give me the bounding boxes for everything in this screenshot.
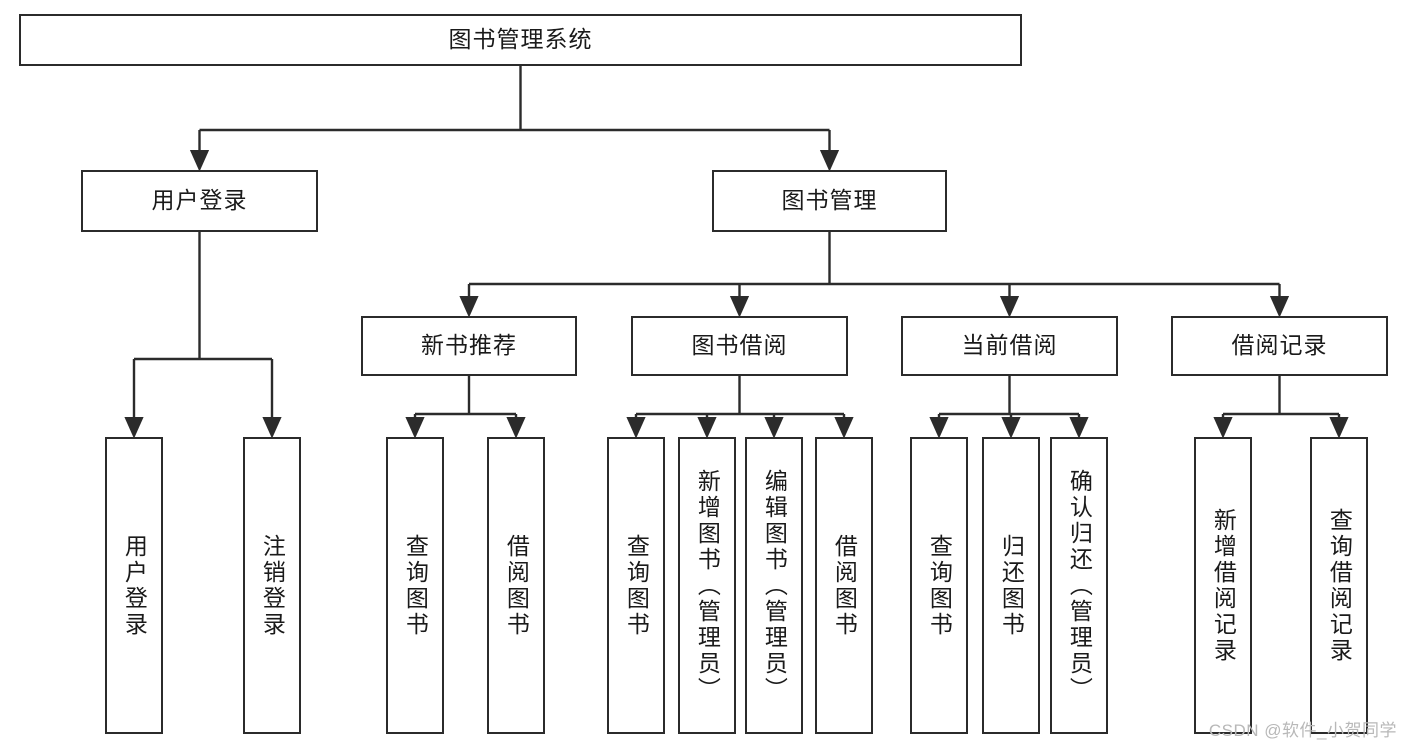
node-book-borrow[interactable]: 图书借阅 [631,316,848,376]
node-label: 归还图书 [998,533,1025,638]
node-leaf-logout[interactable]: 注销登录 [243,437,301,734]
node-label: 新增借阅记录 [1210,507,1237,664]
node-leaf-return-book[interactable]: 归还图书 [982,437,1040,734]
node-leaf-borrow-book-2[interactable]: 借阅图书 [815,437,873,734]
node-label: 借阅图书 [503,533,530,638]
node-label: 确认归还（管理员） [1066,468,1093,703]
node-leaf-add-book[interactable]: 新增图书（管理员） [678,437,736,734]
node-leaf-borrow-book-1[interactable]: 借阅图书 [487,437,545,734]
node-label: 当前借阅 [961,332,1058,359]
node-label: 用户登录 [151,187,248,214]
node-current-borrow[interactable]: 当前借阅 [901,316,1118,376]
node-label: 新书推荐 [421,332,517,359]
node-borrow-record[interactable]: 借阅记录 [1171,316,1388,376]
node-book-manage[interactable]: 图书管理 [712,170,947,232]
node-label: 查询图书 [402,533,429,638]
node-leaf-query-book-3[interactable]: 查询图书 [910,437,968,734]
node-root[interactable]: 图书管理系统 [19,14,1022,66]
node-label: 借阅记录 [1231,332,1328,359]
node-label: 查询借阅记录 [1326,507,1353,664]
node-leaf-query-book-1[interactable]: 查询图书 [386,437,444,734]
node-label: 图书管理系统 [448,26,593,53]
node-label: 编辑图书（管理员） [761,468,788,703]
node-leaf-user-login[interactable]: 用户登录 [105,437,163,734]
connector-group [124,66,1349,439]
node-label: 借阅图书 [831,533,858,638]
node-leaf-edit-book[interactable]: 编辑图书（管理员） [745,437,803,734]
node-label: 注销登录 [259,533,286,638]
node-leaf-query-record[interactable]: 查询借阅记录 [1310,437,1368,734]
node-label: 图书借阅 [691,332,788,359]
node-label: 新增图书（管理员） [694,468,721,703]
node-leaf-add-record[interactable]: 新增借阅记录 [1194,437,1252,734]
node-label: 查询图书 [623,533,650,638]
node-label: 用户登录 [121,533,148,638]
node-label: 查询图书 [926,533,953,638]
node-label: 图书管理 [781,187,878,214]
node-user-login[interactable]: 用户登录 [81,170,318,232]
node-leaf-confirm-return[interactable]: 确认归还（管理员） [1050,437,1108,734]
node-new-book-recommend[interactable]: 新书推荐 [361,316,577,376]
node-leaf-query-book-2[interactable]: 查询图书 [607,437,665,734]
